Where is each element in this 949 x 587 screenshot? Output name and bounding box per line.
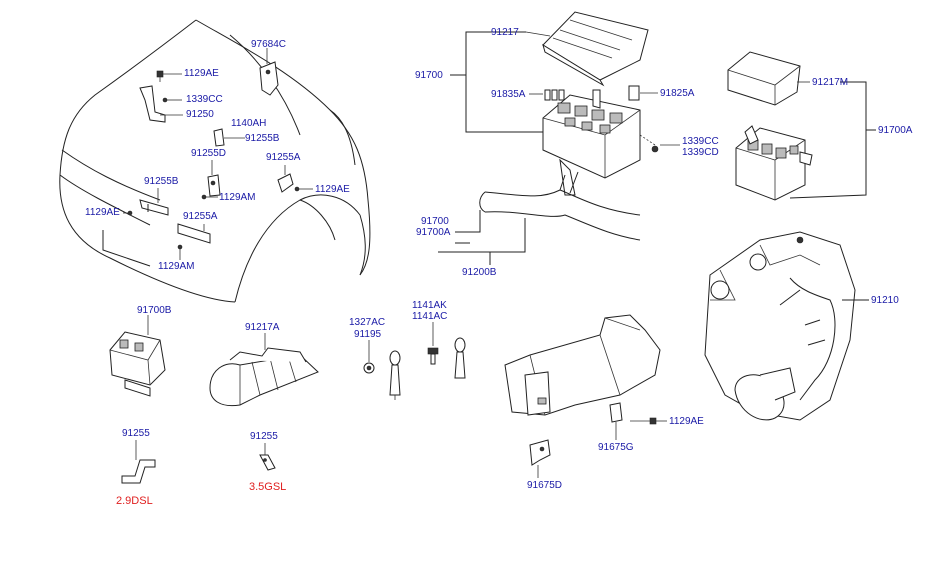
label-91210: 91210 <box>871 295 899 306</box>
label-91675g: 91675G <box>598 442 634 453</box>
bracket-91255-3-5gsl <box>259 443 276 471</box>
bolt-1129ae-d <box>630 417 667 425</box>
bracket-91255d <box>201 160 221 200</box>
label-91255a-a: 91255A <box>266 152 301 163</box>
nut-1339cc <box>639 134 680 153</box>
terminal-91195 <box>389 350 401 400</box>
label-1339cc-b: 1339CC <box>682 136 719 147</box>
label-1141ak: 1141AK <box>412 300 447 311</box>
label-91700a-b: 91700A <box>878 125 913 136</box>
label-91255-b: 91255 <box>250 431 278 442</box>
fuses-91835a <box>529 89 565 101</box>
label-91255a-b: 91255A <box>183 211 218 222</box>
label-91250: 91250 <box>186 109 214 120</box>
fuse-91825a <box>628 85 658 101</box>
label-91195: 91195 <box>354 329 382 340</box>
wiring-harness-91200b <box>438 171 641 265</box>
label-91675d: 91675D <box>527 480 563 491</box>
label-91255b-a: 91255B <box>245 133 280 144</box>
label-91700-b: 91700 <box>421 216 449 227</box>
label-91255-a: 91255 <box>122 428 150 439</box>
label-91700b: 91700B <box>137 305 172 316</box>
label-1140ah: 1140AH <box>231 118 267 129</box>
bracket-91255a-b <box>177 223 211 260</box>
label-1129ae-c: 1129AE <box>85 207 120 218</box>
label-1129am-b: 1129AM <box>158 261 195 272</box>
label-91217m: 91217M <box>812 77 849 88</box>
terminal-1141ac <box>454 337 466 379</box>
label-91217: 91217 <box>491 27 519 38</box>
label-91835a: 91835A <box>491 89 526 100</box>
harness-protector-91217a <box>209 333 319 407</box>
label-1327ac: 1327AC <box>349 317 386 328</box>
relay-box-cover-91217 <box>525 11 649 87</box>
note-2-9dsl: 2.9DSL <box>116 495 153 507</box>
bolt-1129ae-a <box>156 70 182 82</box>
bracket-91255b-b <box>123 188 169 216</box>
label-1129ae-b: 1129AE <box>315 184 350 195</box>
vehicle-body-outline <box>59 19 371 303</box>
bracket-91255a-a <box>277 165 313 193</box>
bracket-97684c <box>259 48 279 96</box>
relay-box-body-91700 <box>542 89 641 196</box>
label-91825a: 91825A <box>660 88 695 99</box>
bracket-91255b-a <box>213 128 245 147</box>
bolt-1141ak <box>427 322 439 365</box>
label-1129ae-d: 1129AE <box>669 416 704 427</box>
relay-box-91700a <box>735 81 876 201</box>
relay-bracket-91700b <box>109 315 166 397</box>
label-1141ac: 1141AC <box>412 311 448 322</box>
label-97684c: 97684C <box>251 39 287 50</box>
relay-cover-91217m <box>727 51 810 106</box>
bracket-91675g <box>609 402 623 440</box>
label-91255b-b: 91255B <box>144 176 179 187</box>
label-1129ae-a: 1129AE <box>184 68 219 79</box>
label-91700-a: 91700 <box>415 70 443 81</box>
bracket-91250 <box>139 85 183 123</box>
label-91700a-a: 91700A <box>416 227 451 238</box>
label-91217a: 91217A <box>245 322 280 333</box>
bracket-91255-2-9dsl <box>121 440 156 484</box>
note-3-5gsl: 3.5GSL <box>249 481 287 493</box>
label-91200b: 91200B <box>462 267 497 278</box>
bracket-91675d <box>529 439 551 478</box>
leader-91700-bracket <box>450 31 543 133</box>
label-1339cd: 1339CD <box>682 147 719 158</box>
label-1339cc-a: 1339CC <box>186 94 223 105</box>
label-1129am-a: 1129AM <box>219 192 256 203</box>
label-91255d: 91255D <box>191 148 227 159</box>
engine-assembly <box>704 231 869 421</box>
transmission <box>504 314 661 416</box>
nut-1327ac <box>363 340 375 374</box>
